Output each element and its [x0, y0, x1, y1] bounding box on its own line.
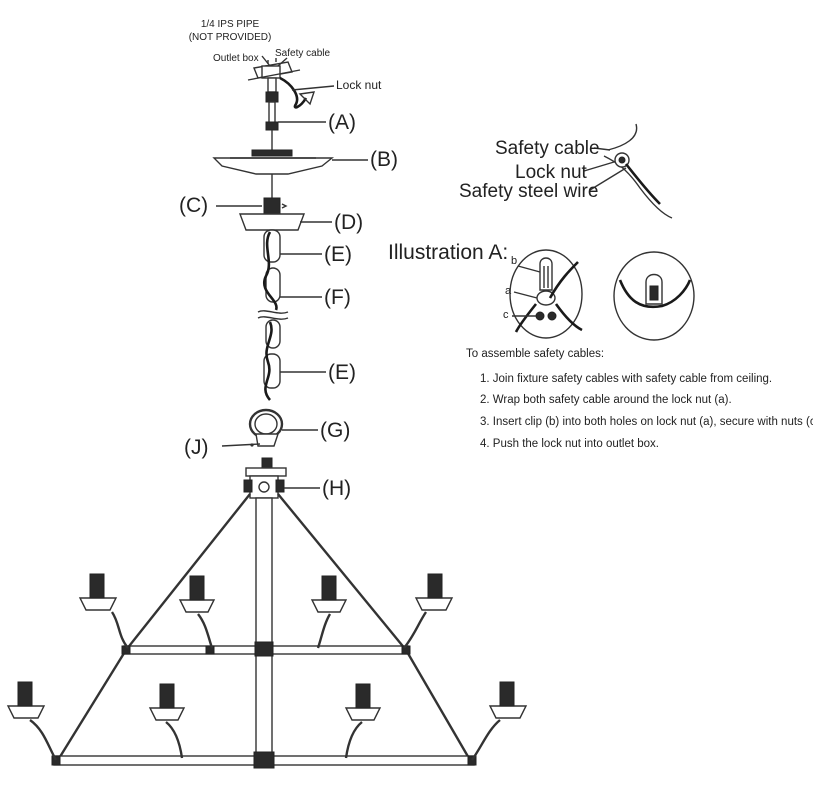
- safety-cable-leader: [277, 57, 288, 67]
- instruction-step: 3. Insert clip (b) into both holes on lo…: [480, 416, 813, 428]
- illustration-a-circle-2: [613, 251, 695, 341]
- chain-lower: [263, 319, 281, 401]
- label-b-leader: [517, 265, 541, 273]
- part-label-b: (B): [370, 148, 398, 171]
- pipe-assembly-a: [265, 77, 279, 150]
- part-label-c: (C): [179, 194, 208, 217]
- lock-nut-callout-leader: [583, 161, 615, 172]
- hub-h: [243, 457, 287, 499]
- illustration-label-a: a: [505, 285, 512, 297]
- part-label-f: (F): [324, 286, 351, 309]
- part-label-g: (G): [320, 419, 350, 442]
- illustration-label-c: c: [503, 309, 509, 321]
- detail-safety-steel-wire-label: Safety steel wire: [459, 181, 598, 202]
- detail-lock-nut-label: Lock nut: [515, 162, 588, 183]
- chandelier-frame: [51, 493, 477, 769]
- leader-j: [221, 443, 261, 447]
- part-label-j: (J): [184, 436, 209, 459]
- part-label-e-lower: (E): [328, 361, 356, 384]
- outlet-box-leader: [261, 55, 271, 67]
- detail-safety-cable-label: Safety cable: [495, 138, 600, 159]
- label-a-leader: [513, 291, 538, 299]
- safety-cable-callout-leader: [593, 147, 611, 151]
- part-label-d: (D): [334, 211, 363, 234]
- instruction-step: 4. Push the lock nut into outlet box.: [480, 438, 659, 450]
- outlet-box-label: Outlet box: [213, 53, 259, 64]
- illustration-label-b: b: [511, 255, 517, 267]
- safety-steel-wire-callout-leader: [589, 167, 627, 191]
- detail-lock-nut-drawing: [603, 123, 673, 219]
- instruction-step: 2. Wrap both safety cable around the loc…: [480, 394, 732, 406]
- lower-candle-arms: [6, 681, 528, 761]
- lock-nut-and-safety-cable-top: [279, 76, 316, 109]
- upper-candle-arms: [78, 573, 454, 649]
- chain-upper: [263, 229, 281, 311]
- illustration-a-circle-1: [509, 249, 583, 339]
- instructions-heading: To assemble safety cables:: [466, 348, 604, 360]
- part-label-e-upper: (E): [324, 243, 352, 266]
- instruction-step: 1. Join fixture safety cables with safet…: [480, 373, 772, 385]
- canopy-b: [212, 149, 334, 175]
- pipe-label: 1/4 IPS PIPE: [201, 19, 260, 30]
- lock-nut-leader: [291, 85, 335, 91]
- lock-nut-top-label: Lock nut: [336, 78, 382, 92]
- cup-d: [238, 213, 306, 231]
- part-label-h: (H): [322, 477, 351, 500]
- pipe-note-label: (NOT PROVIDED): [189, 32, 272, 43]
- illustration-a-title: Illustration A:: [388, 241, 508, 264]
- chain-break: [257, 310, 289, 320]
- part-label-a: (A): [328, 111, 356, 134]
- loop-ring-g: [248, 408, 284, 447]
- collar-c: [263, 197, 288, 215]
- safety-cable-top-label: Safety cable: [275, 48, 330, 59]
